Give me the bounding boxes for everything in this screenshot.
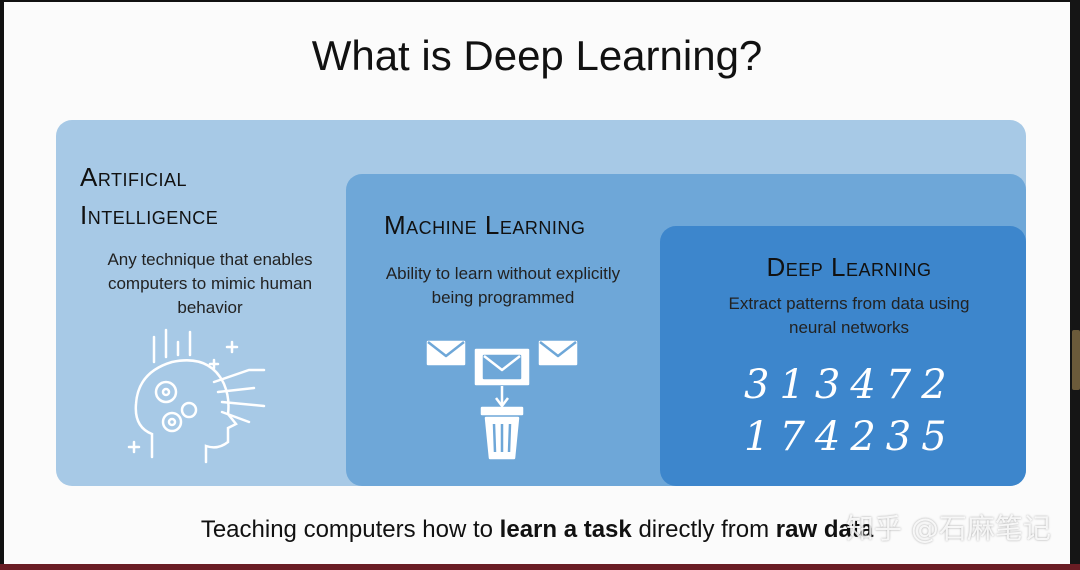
footer-middle: directly from <box>638 516 770 543</box>
ml-heading: Machine Learning <box>384 210 586 240</box>
footer-bold-data: raw data <box>775 516 874 543</box>
dl-description: Extract patterns from data using neural … <box>728 294 970 337</box>
edge-knob <box>1072 330 1080 390</box>
right-edge <box>1070 0 1080 570</box>
email-spam-trash-icon <box>426 340 578 460</box>
footer-prefix: Teaching computers how to <box>200 516 493 543</box>
footer-bold-task: learn a task <box>499 516 632 543</box>
ai-heading: Artificial Intelligence <box>80 158 270 234</box>
digits-row-2: 174235 <box>744 414 957 460</box>
page-title: What is Deep Learning? <box>311 32 763 79</box>
dl-box <box>660 226 1026 486</box>
ai-description: Any technique that enables computers to … <box>107 250 313 317</box>
ml-description: Ability to learn without explicitly bein… <box>385 264 621 307</box>
digits-row-1: 313472 <box>744 362 957 408</box>
footer-tagline: Teaching computers how to learn a task d… <box>4 516 1070 544</box>
brain-head-icon <box>127 328 266 464</box>
ai-heading-line2: Intelligence <box>80 200 219 230</box>
dl-heading: Deep Learning <box>766 252 932 282</box>
bottom-strip <box>0 564 1080 570</box>
slide: What is Deep Learning? Artificial Intell… <box>4 2 1070 564</box>
watermark: 知乎 @石麻笔记 <box>846 512 1051 545</box>
ai-heading-line1: Artificial <box>80 162 188 192</box>
